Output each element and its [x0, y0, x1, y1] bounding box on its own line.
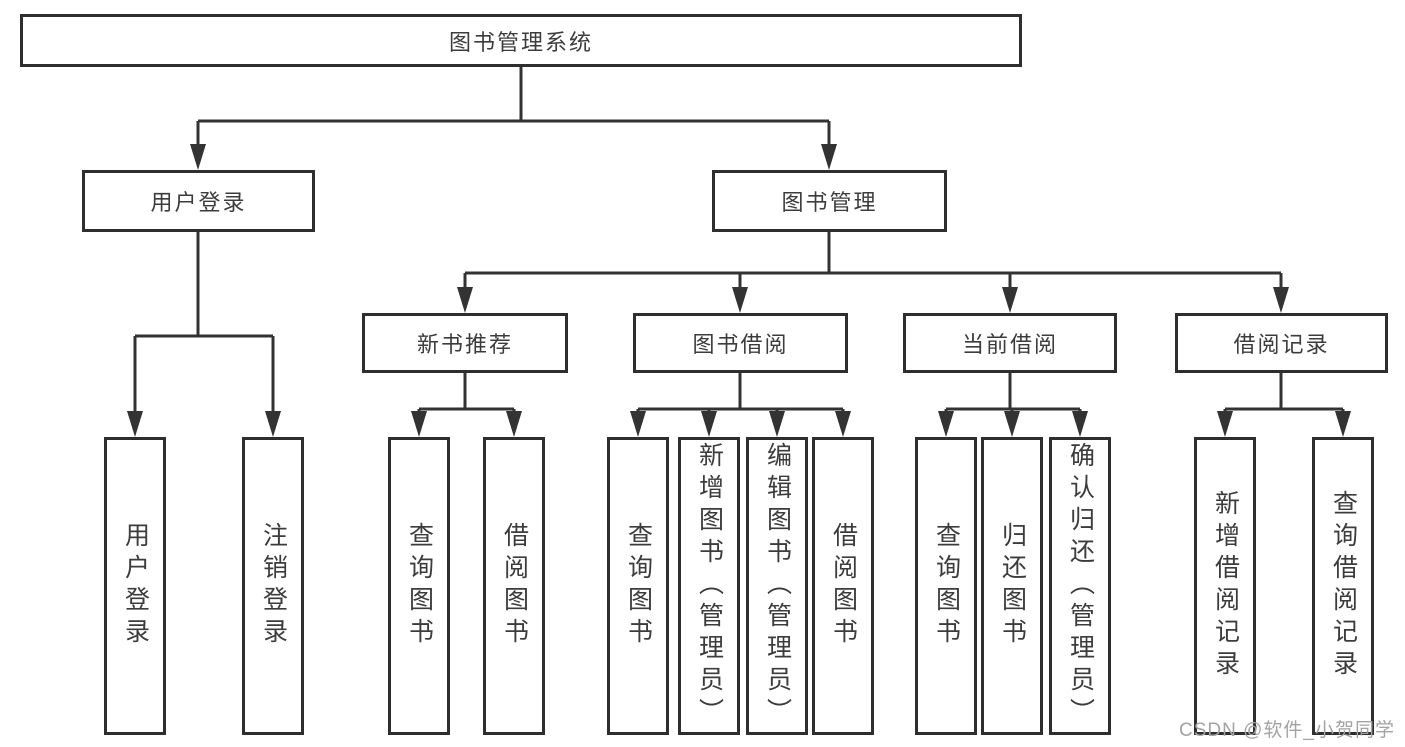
- node-book-borrowing: 图书借阅: [633, 313, 848, 373]
- leaf-borrowing-add-books-admin: 新增图书（管理员）: [678, 437, 740, 735]
- node-label: 查询借阅记录: [1329, 490, 1358, 682]
- node-label: 图书管理系统: [448, 29, 593, 55]
- node-borrowing-records: 借阅记录: [1175, 313, 1388, 373]
- node-library-management-system: 图书管理系统: [20, 14, 1022, 67]
- node-label: 图书借阅: [692, 332, 789, 357]
- node-label: 用户登录: [150, 190, 247, 215]
- leaf-records-add-record: 新增借阅记录: [1194, 437, 1256, 735]
- node-label: 确认归还（管理员）: [1066, 442, 1095, 730]
- leaf-borrowing-query-books: 查询图书: [607, 437, 669, 735]
- leaf-newbooks-query-books: 查询图书: [388, 437, 450, 735]
- node-label: 新增图书（管理员）: [695, 442, 724, 730]
- node-label: 用户登录: [121, 522, 150, 650]
- leaf-borrowing-edit-books-admin: 编辑图书（管理员）: [746, 437, 808, 735]
- node-label: 图书管理: [781, 190, 878, 215]
- node-label: 借阅记录: [1233, 332, 1330, 357]
- node-label: 归还图书: [998, 522, 1027, 650]
- leaf-current-return-books: 归还图书: [981, 437, 1043, 735]
- leaf-user-login: 用户登录: [104, 437, 166, 735]
- node-label: 借阅图书: [829, 522, 858, 650]
- node-label: 借阅图书: [500, 522, 529, 650]
- node-label: 查询图书: [624, 522, 653, 650]
- leaf-logout: 注销登录: [242, 437, 304, 735]
- node-label: 查询图书: [405, 522, 434, 650]
- node-user-login: 用户登录: [82, 170, 315, 232]
- node-book-management: 图书管理: [712, 170, 947, 232]
- node-label: 当前借阅: [961, 332, 1058, 357]
- node-new-book-recommend: 新书推荐: [362, 313, 568, 373]
- node-label: 新增借阅记录: [1211, 490, 1240, 682]
- leaf-borrowing-borrow-books: 借阅图书: [812, 437, 874, 735]
- csdn-watermark: CSDN @软件_小贺同学: [1179, 720, 1395, 741]
- leaf-current-query-books: 查询图书: [915, 437, 977, 735]
- node-current-borrowing: 当前借阅: [903, 313, 1117, 373]
- node-label: 注销登录: [259, 522, 288, 650]
- leaf-newbooks-borrow-books: 借阅图书: [483, 437, 545, 735]
- node-label: 新书推荐: [416, 332, 513, 357]
- leaf-records-query-record: 查询借阅记录: [1312, 437, 1374, 735]
- node-label: 编辑图书（管理员）: [763, 442, 792, 730]
- leaf-current-confirm-return-admin: 确认归还（管理员）: [1049, 437, 1111, 735]
- node-label: 查询图书: [932, 522, 961, 650]
